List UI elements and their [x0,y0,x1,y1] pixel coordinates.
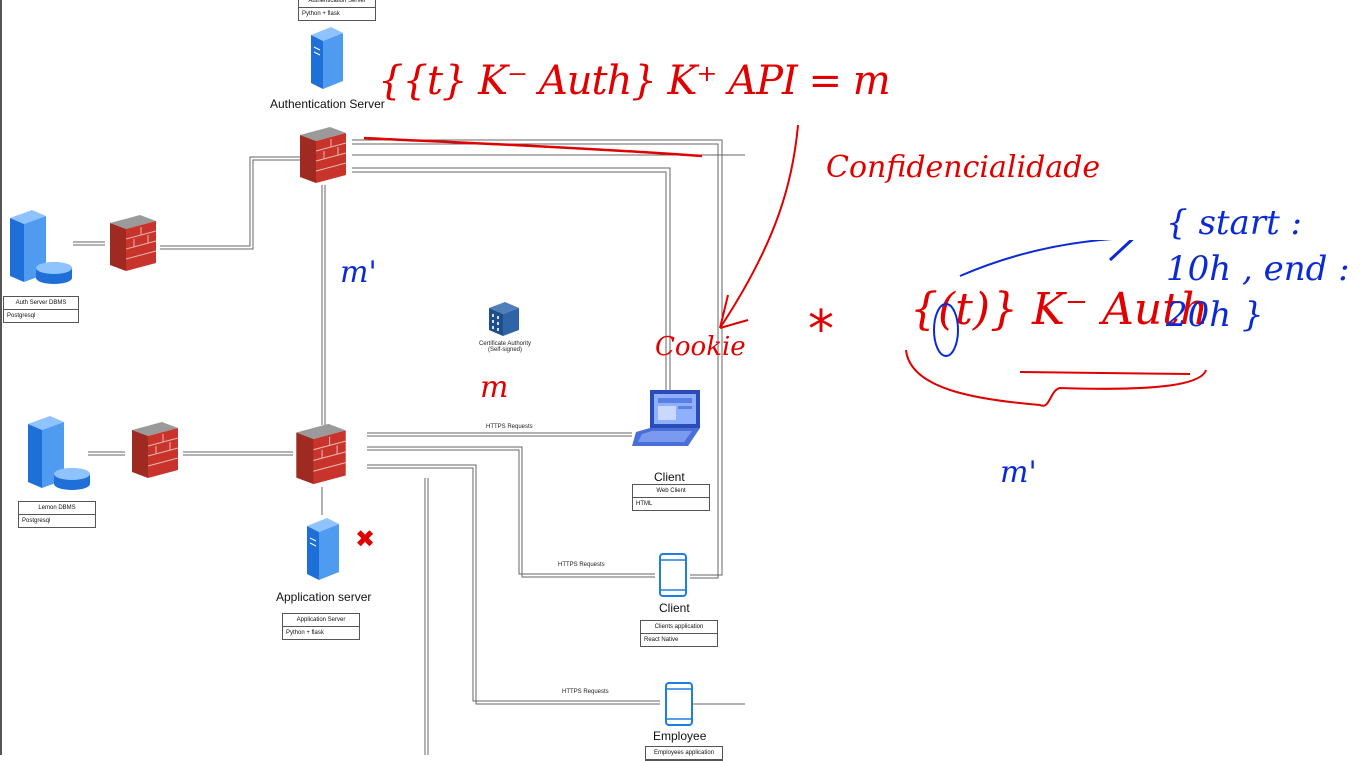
firewall-icon [132,422,179,478]
firewall-icon [296,423,346,485]
auth-server-label: Authentication Server [270,97,385,111]
smartphone-icon [659,553,687,597]
x-mark-annotation: ✖ [355,526,376,553]
firewall-icon [110,215,157,271]
app-server-label: Application server [276,590,372,604]
server-icon [311,27,343,89]
app-server-card: Application Server Python + flask [282,613,360,640]
brace-stroke [905,240,1207,407]
arrow-stroke [719,124,799,329]
mobile-client-card: Clients application React Native [640,620,718,647]
auth-dbms-card-title: Auth Server DBMS [4,297,78,310]
auth-dbms-card: Auth Server DBMS Postgresql [3,296,79,323]
connection-label-employee: HTTPS Requests [562,689,609,695]
web-client-card: Web Client HTML [632,484,710,511]
auth-server-card: Authentication Server Python + flask [298,0,376,21]
cookie-annotation: Cookie [655,332,746,362]
m-prime-left-annotation: m' [340,255,377,290]
lemon-dbms-card: Lemon DBMS Postgresql [18,501,96,528]
smartphone-icon [665,682,693,726]
confidentiality-annotation: Confidencialidade [826,150,1101,185]
lemon-dbms-card-title: Lemon DBMS [19,502,95,515]
certificate-authority-line1: Certificate Authority [478,341,532,347]
connection-label-mobile: HTTPS Requests [558,562,605,568]
firewall-icon [300,127,347,183]
auth-server-card-tech: Python + flask [302,11,340,17]
connection-label-web: HTTPS Requests [486,424,533,430]
employee-client-label: Employee [653,729,707,743]
server-icon [307,518,339,580]
m-center-annotation: m [480,370,509,405]
web-client-card-tech: HTML [636,501,653,507]
database-server-icon [10,210,72,284]
token-fields-annotation: { start : 10h , end : 20h } [1166,203,1350,335]
auth-server-card-title: Authentication Server [299,0,375,8]
web-client-label: Client [654,470,685,484]
web-client-card-title: Web Client [633,485,709,498]
database-server-icon [28,416,90,490]
mobile-client-card-tech: React Native [644,637,679,643]
certificate-authority-line2: (Self-signed) [487,347,522,353]
underline-stroke [363,136,703,158]
canvas-left-edge [0,0,2,755]
employee-client-card: Employees application [645,746,723,761]
mobile-client-card-title: Clients application [641,621,717,634]
lemon-dbms-card-tech: Postgresql [22,518,51,524]
mobile-client-label: Client [659,601,690,615]
asterisk-annotation: * [808,300,834,360]
laptop-icon [632,390,700,446]
auth-dbms-card-tech: Postgresql [7,313,36,319]
token-formula-annotation: {{t} K⁻ Auth} K⁺ API = m [378,58,891,104]
building-icon [489,302,519,336]
signed-token-annotation: {(t)} K⁻ Auth [910,284,1209,335]
app-server-card-title: Application Server [283,614,359,627]
employee-client-card-title: Employees application [646,747,722,760]
m-prime-bottom-annotation: m' [1000,455,1037,490]
certificate-authority-label: Certificate Authority (Self-signed) [470,341,540,353]
app-server-card-tech: Python + flask [286,630,324,636]
